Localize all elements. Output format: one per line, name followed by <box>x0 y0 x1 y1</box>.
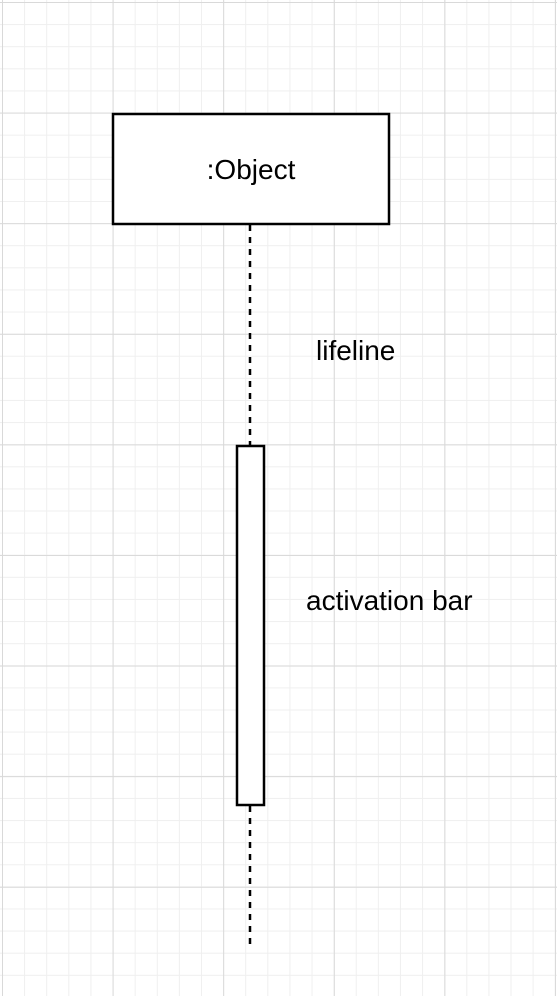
activation-bar-label: activation bar <box>306 585 473 616</box>
activation-bar[interactable] <box>235 444 266 807</box>
object-box[interactable] <box>111 112 391 226</box>
object-label: :Object <box>206 154 296 185</box>
lifeline-label: lifeline <box>316 335 396 366</box>
